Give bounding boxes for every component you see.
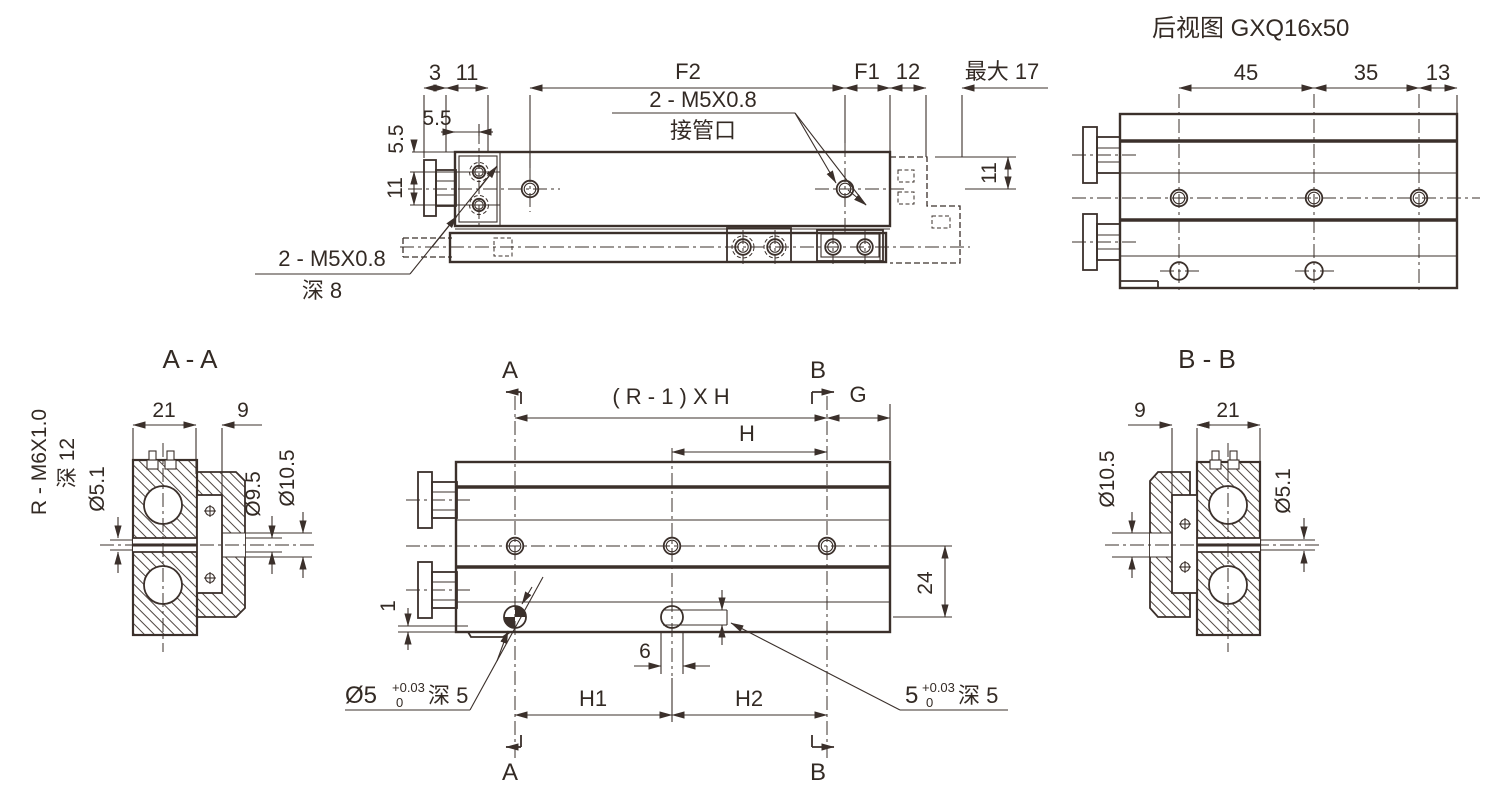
port-callout-thread: 2 - M5X0.8 — [649, 87, 757, 112]
front-view: A B A B — [345, 357, 1008, 786]
dim-5-5-v: 5.5 — [385, 124, 408, 153]
section-marker-a-top: A — [502, 357, 522, 404]
dim-11-top: 11 — [456, 60, 479, 85]
aa-thread-depth: 深 12 — [56, 438, 79, 488]
section-marker-a-bottom: A — [502, 735, 522, 786]
dim-11-left: 11 — [384, 177, 407, 199]
callout-right-tol-bottom: 0 — [926, 695, 933, 710]
front-view-body — [454, 460, 892, 634]
marker-b-top-label: B — [810, 357, 826, 384]
dim-5-5-h: 5.5 — [422, 107, 451, 130]
section-marker-b-bottom: B — [810, 735, 835, 786]
top-view-centerlines — [400, 130, 970, 264]
section-marker-b-top: B — [810, 357, 835, 404]
dim-24: 24 — [914, 571, 937, 595]
dim-max-17: 最大 17 — [965, 59, 1040, 84]
dim-pitch: ( R - 1 ) X H — [612, 384, 729, 409]
dim-13: 13 — [1426, 60, 1450, 85]
dim-3: 3 — [429, 60, 441, 85]
slot-callout-right: 5 +0.03 0 深 5 — [730, 622, 1008, 711]
aa-piston-plate — [196, 494, 223, 594]
bb-dia-5-1: Ø5.1 — [1272, 468, 1295, 514]
bb-top-screws — [1209, 450, 1240, 470]
bb-piston-plate — [1171, 494, 1198, 594]
callout-left-depth: 深 5 — [428, 683, 468, 708]
front-view-port-fittings — [417, 471, 458, 619]
aa-dim-21: 21 — [152, 399, 175, 422]
rear-view-title: 后视图 GXQ16x50 — [1152, 15, 1349, 42]
bb-dimensions — [1128, 421, 1308, 578]
rail-block-2 — [816, 229, 884, 262]
top-view-dimensions — [410, 84, 1048, 206]
callout-left-tol-top: +0.03 — [392, 680, 425, 695]
section-aa-title: A - A — [163, 344, 219, 374]
thread-callout-thread: 2 - M5X0.8 — [278, 246, 386, 271]
callout-right-tol-top: +0.03 — [922, 680, 955, 695]
dim-6: 6 — [639, 640, 651, 663]
front-view-centerlines — [406, 396, 908, 758]
callout-right-depth: 深 5 — [958, 683, 998, 708]
dim-11-right: 11 — [978, 162, 1001, 184]
dim-f1: F1 — [854, 59, 880, 84]
aa-dia-5-1: Ø5.1 — [86, 466, 109, 512]
callout-left-tol-bottom: 0 — [396, 695, 403, 710]
rear-view: 后视图 GXQ16x50 — [1072, 15, 1480, 292]
rear-view-body — [1118, 112, 1459, 290]
bb-centerlines — [1105, 443, 1320, 652]
dim-g: G — [849, 382, 866, 407]
aa-dim-9: 9 — [237, 399, 249, 422]
section-aa: A - A — [28, 344, 316, 652]
rear-view-dimensions — [1178, 84, 1458, 114]
thread-callout: 2 - M5X0.8 深 8 — [255, 165, 498, 303]
port-callout: 2 - M5X0.8 接管口 — [612, 87, 867, 206]
port-callout-label: 接管口 — [670, 118, 736, 143]
callout-right-val: 5 — [905, 682, 918, 709]
dim-h2: H2 — [735, 686, 763, 711]
dim-1: 1 — [377, 600, 400, 612]
front-view-dimensions — [398, 404, 952, 722]
section-bb-title: B - B — [1178, 344, 1236, 374]
dim-h1: H1 — [579, 686, 607, 711]
dim-f2: F2 — [675, 59, 701, 84]
aa-dia-9-5: Ø9.5 — [242, 471, 265, 517]
aa-thread-label: R - M6X1.0 — [28, 409, 51, 515]
aa-dia-10-5: Ø10.5 — [276, 449, 299, 506]
aa-centerlines — [100, 443, 316, 652]
dim-35: 35 — [1354, 60, 1378, 85]
top-view: 2 - M5X0.8 接管口 2 - M5X0.8 深 8 3 11 F2 F1… — [255, 59, 1048, 303]
top-view-port-fitting — [423, 159, 457, 217]
marker-b-bottom-label: B — [810, 759, 826, 786]
aa-top-screws — [146, 450, 177, 470]
dim-h: H — [739, 421, 755, 446]
datum-callout-left: Ø5 +0.03 0 深 5 — [345, 576, 544, 711]
marker-a-top-label: A — [502, 357, 518, 384]
rear-view-holes — [1169, 188, 1429, 281]
hidden-outline-right-stroke — [890, 156, 961, 264]
section-bb: B - B — [1096, 344, 1320, 652]
dim-12: 12 — [896, 59, 920, 84]
marker-a-bottom-label: A — [502, 759, 518, 786]
bottom-slot — [663, 609, 728, 626]
bb-dim-9: 9 — [1134, 399, 1146, 422]
dim-45: 45 — [1234, 60, 1258, 85]
rear-view-centerlines — [1072, 94, 1480, 292]
thread-callout-depth: 深 8 — [302, 278, 342, 303]
aa-dimensions — [114, 421, 307, 578]
callout-left-dia: Ø5 — [345, 682, 377, 709]
bb-dia-10-5: Ø10.5 — [1096, 450, 1119, 507]
bb-dim-21: 21 — [1216, 399, 1239, 422]
